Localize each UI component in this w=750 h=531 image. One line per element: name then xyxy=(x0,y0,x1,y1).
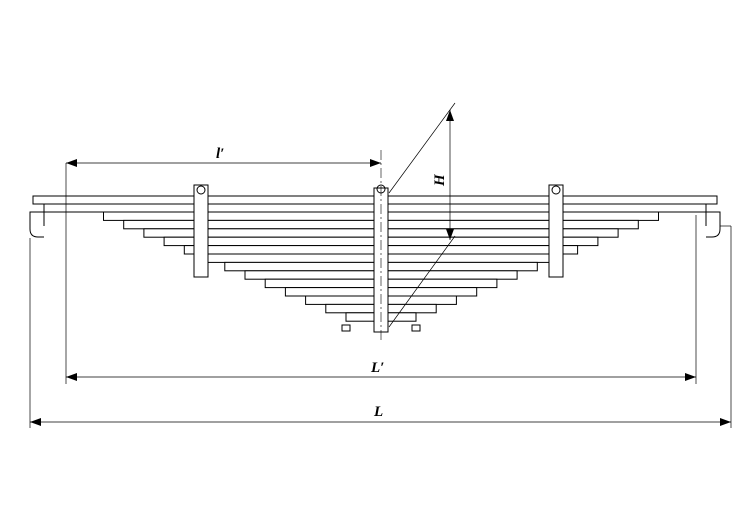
half-span-dimension: l′ xyxy=(66,146,381,167)
camber-dimension: H xyxy=(388,102,456,328)
left-clamp xyxy=(193,184,209,278)
total-length-dimension: L xyxy=(30,404,731,426)
total-length-label: L xyxy=(373,404,383,420)
right-clamp xyxy=(548,184,564,278)
half-span-label: l′ xyxy=(216,146,224,162)
span-dimension: L′ xyxy=(66,360,696,381)
camber-label: H xyxy=(432,173,448,187)
span-label: L′ xyxy=(370,360,384,376)
